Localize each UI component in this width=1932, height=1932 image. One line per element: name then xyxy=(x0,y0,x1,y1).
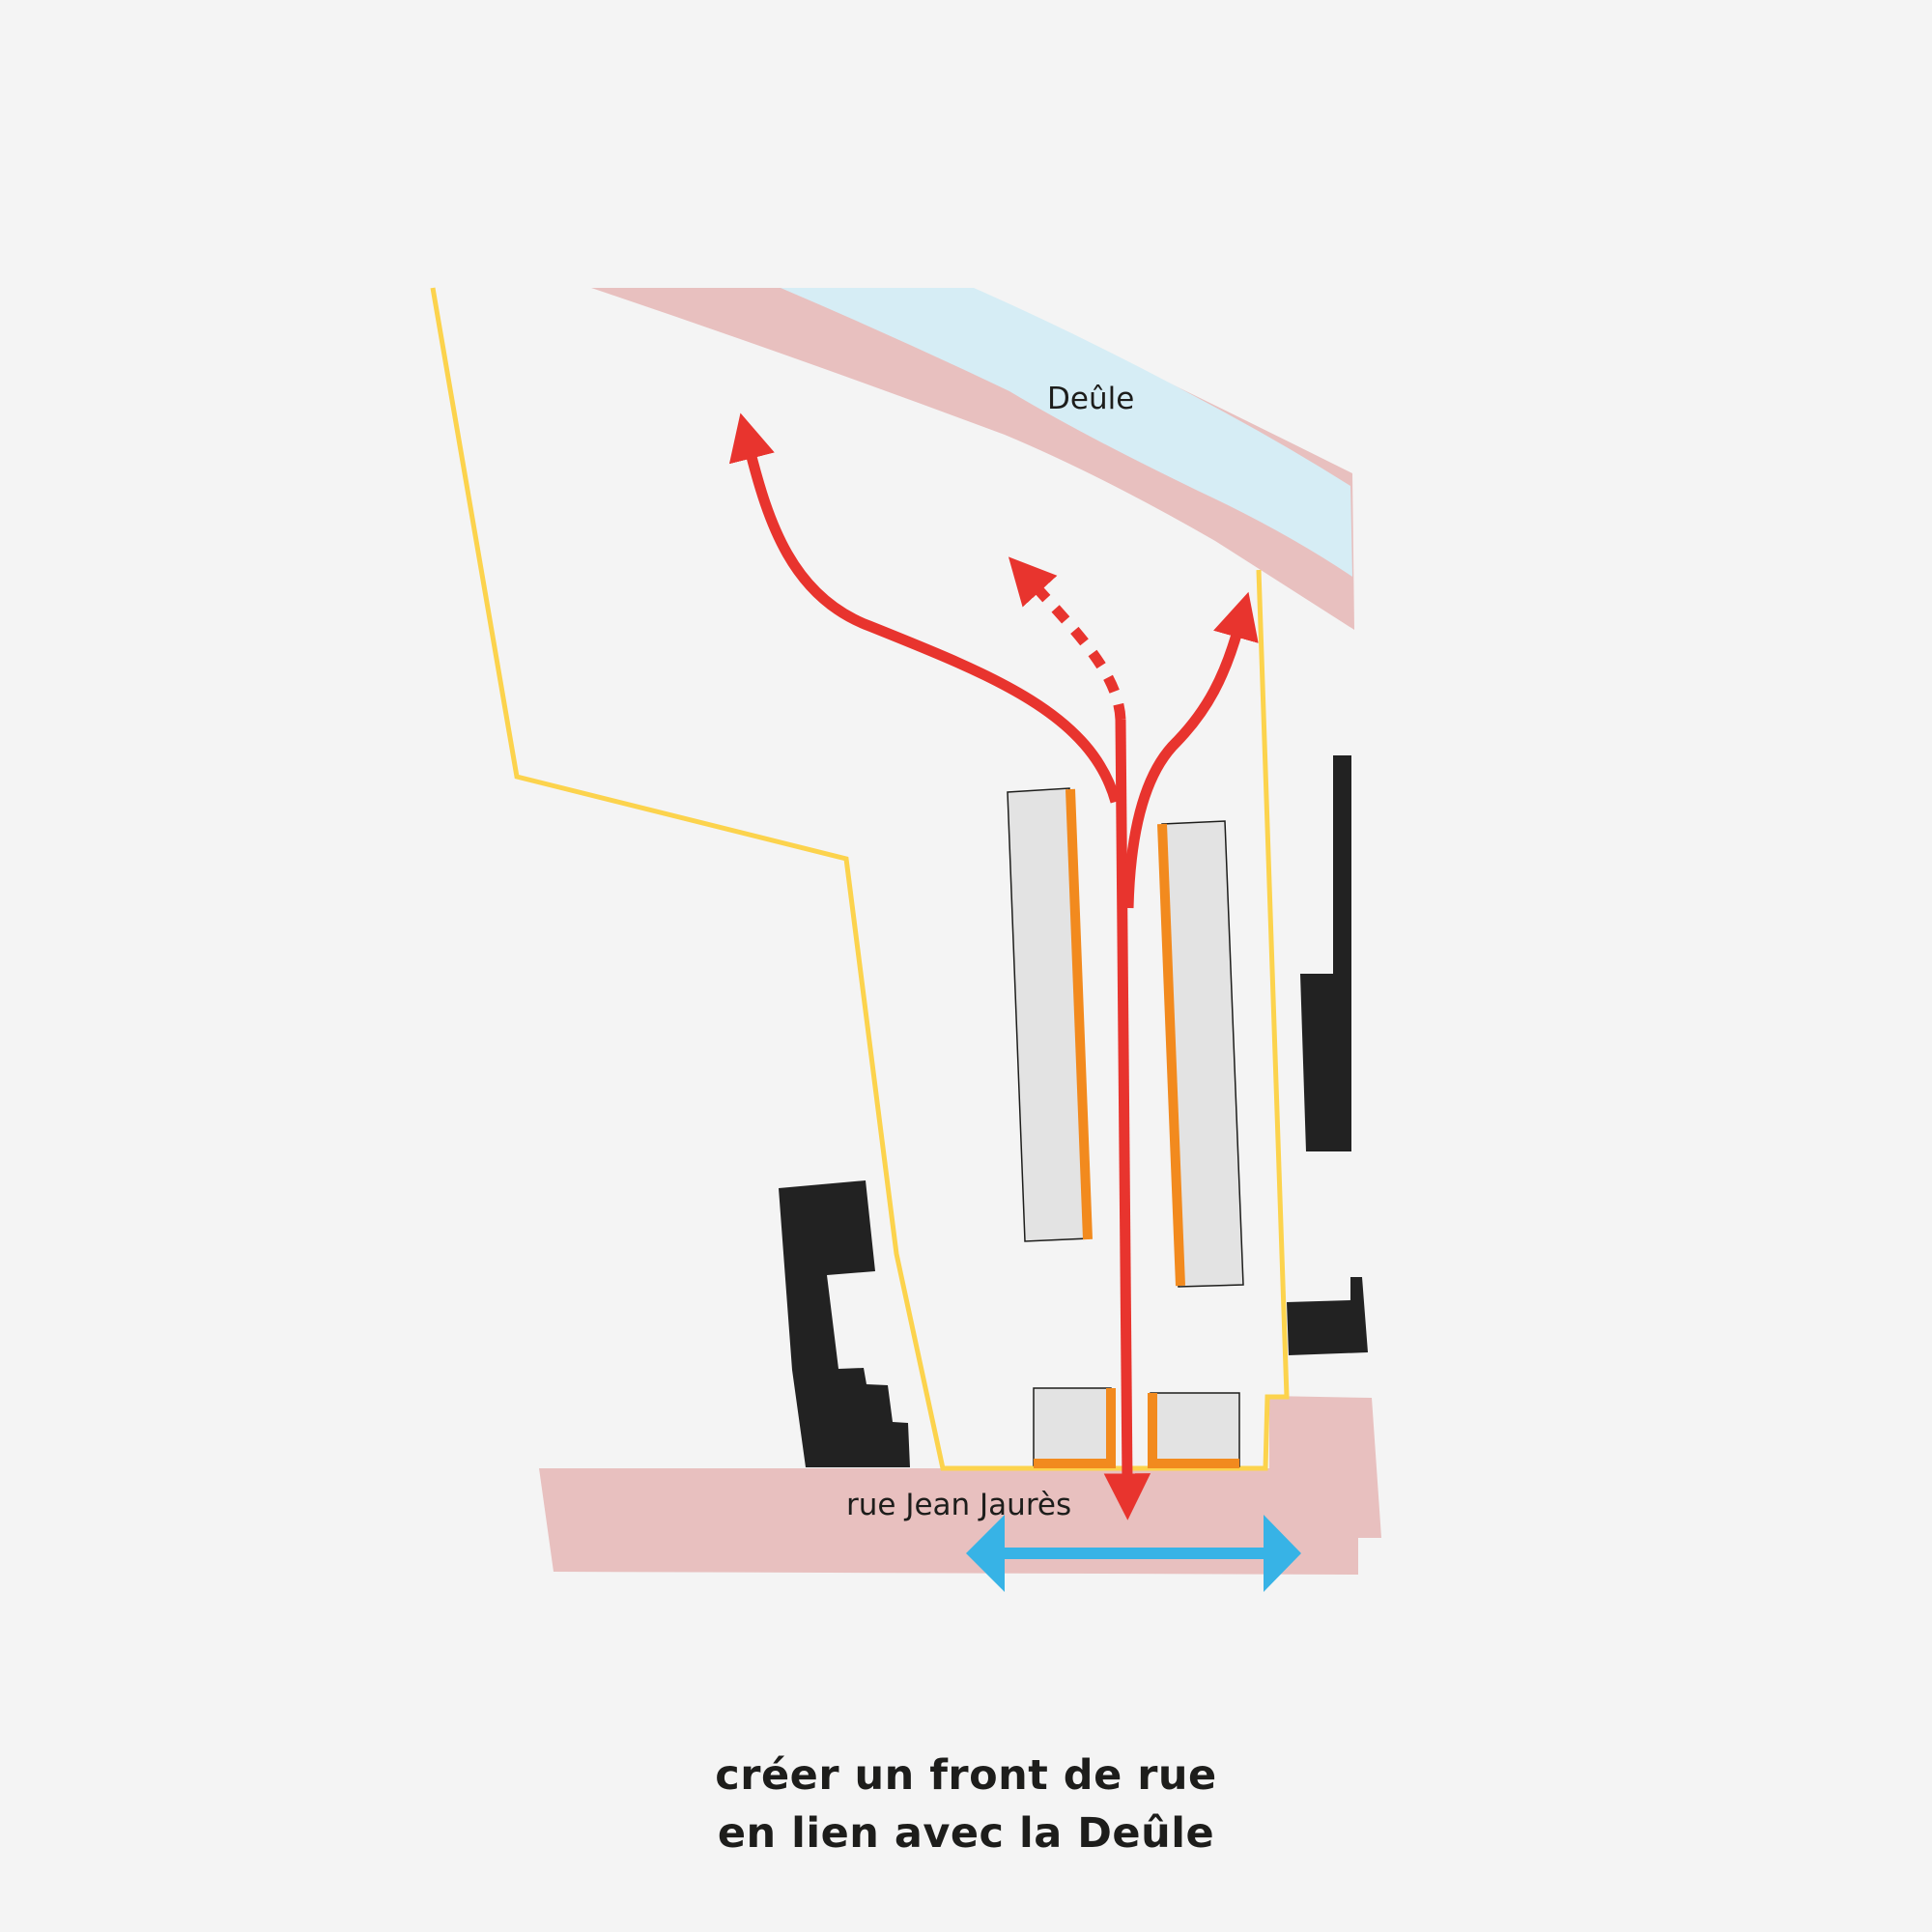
right-flow-arrow xyxy=(1122,591,1259,909)
left-flow-arrow xyxy=(728,412,1122,804)
flow-arrows xyxy=(728,412,1259,1520)
street-band xyxy=(539,1396,1381,1575)
facade-long-west xyxy=(1065,788,1093,1240)
new-building-small-east xyxy=(1150,1392,1240,1467)
blue-arrow-shaft xyxy=(1003,1548,1266,1559)
active-facades xyxy=(1034,788,1239,1468)
street-label: rue Jean Jaurès xyxy=(846,1488,1071,1522)
site-boundary xyxy=(430,287,1290,1471)
facade-small-west xyxy=(1034,1388,1116,1468)
new-building-small-west xyxy=(1033,1387,1112,1466)
river-water xyxy=(781,288,1352,577)
existing-building-east-tall xyxy=(1300,755,1351,1151)
blue-arrow-head-right xyxy=(1264,1515,1301,1592)
caption-line-1: créer un front de rue xyxy=(715,1751,1217,1800)
facade-small-east xyxy=(1148,1393,1239,1468)
blue-double-arrow-icon xyxy=(966,1515,1301,1592)
main-axis-arrow xyxy=(1103,719,1151,1520)
river-label: Deûle xyxy=(1047,382,1134,416)
facade-long-east xyxy=(1157,823,1185,1287)
existing-building-west xyxy=(779,1180,910,1467)
blue-arrow-head-left xyxy=(966,1515,1005,1592)
caption-line-2: en lien avec la Deûle xyxy=(717,1809,1215,1858)
caption: créer un front de rue en lien avec la De… xyxy=(0,1747,1932,1862)
existing-building-east-small xyxy=(1287,1277,1368,1355)
dotted-flow-arrow xyxy=(1008,556,1126,721)
